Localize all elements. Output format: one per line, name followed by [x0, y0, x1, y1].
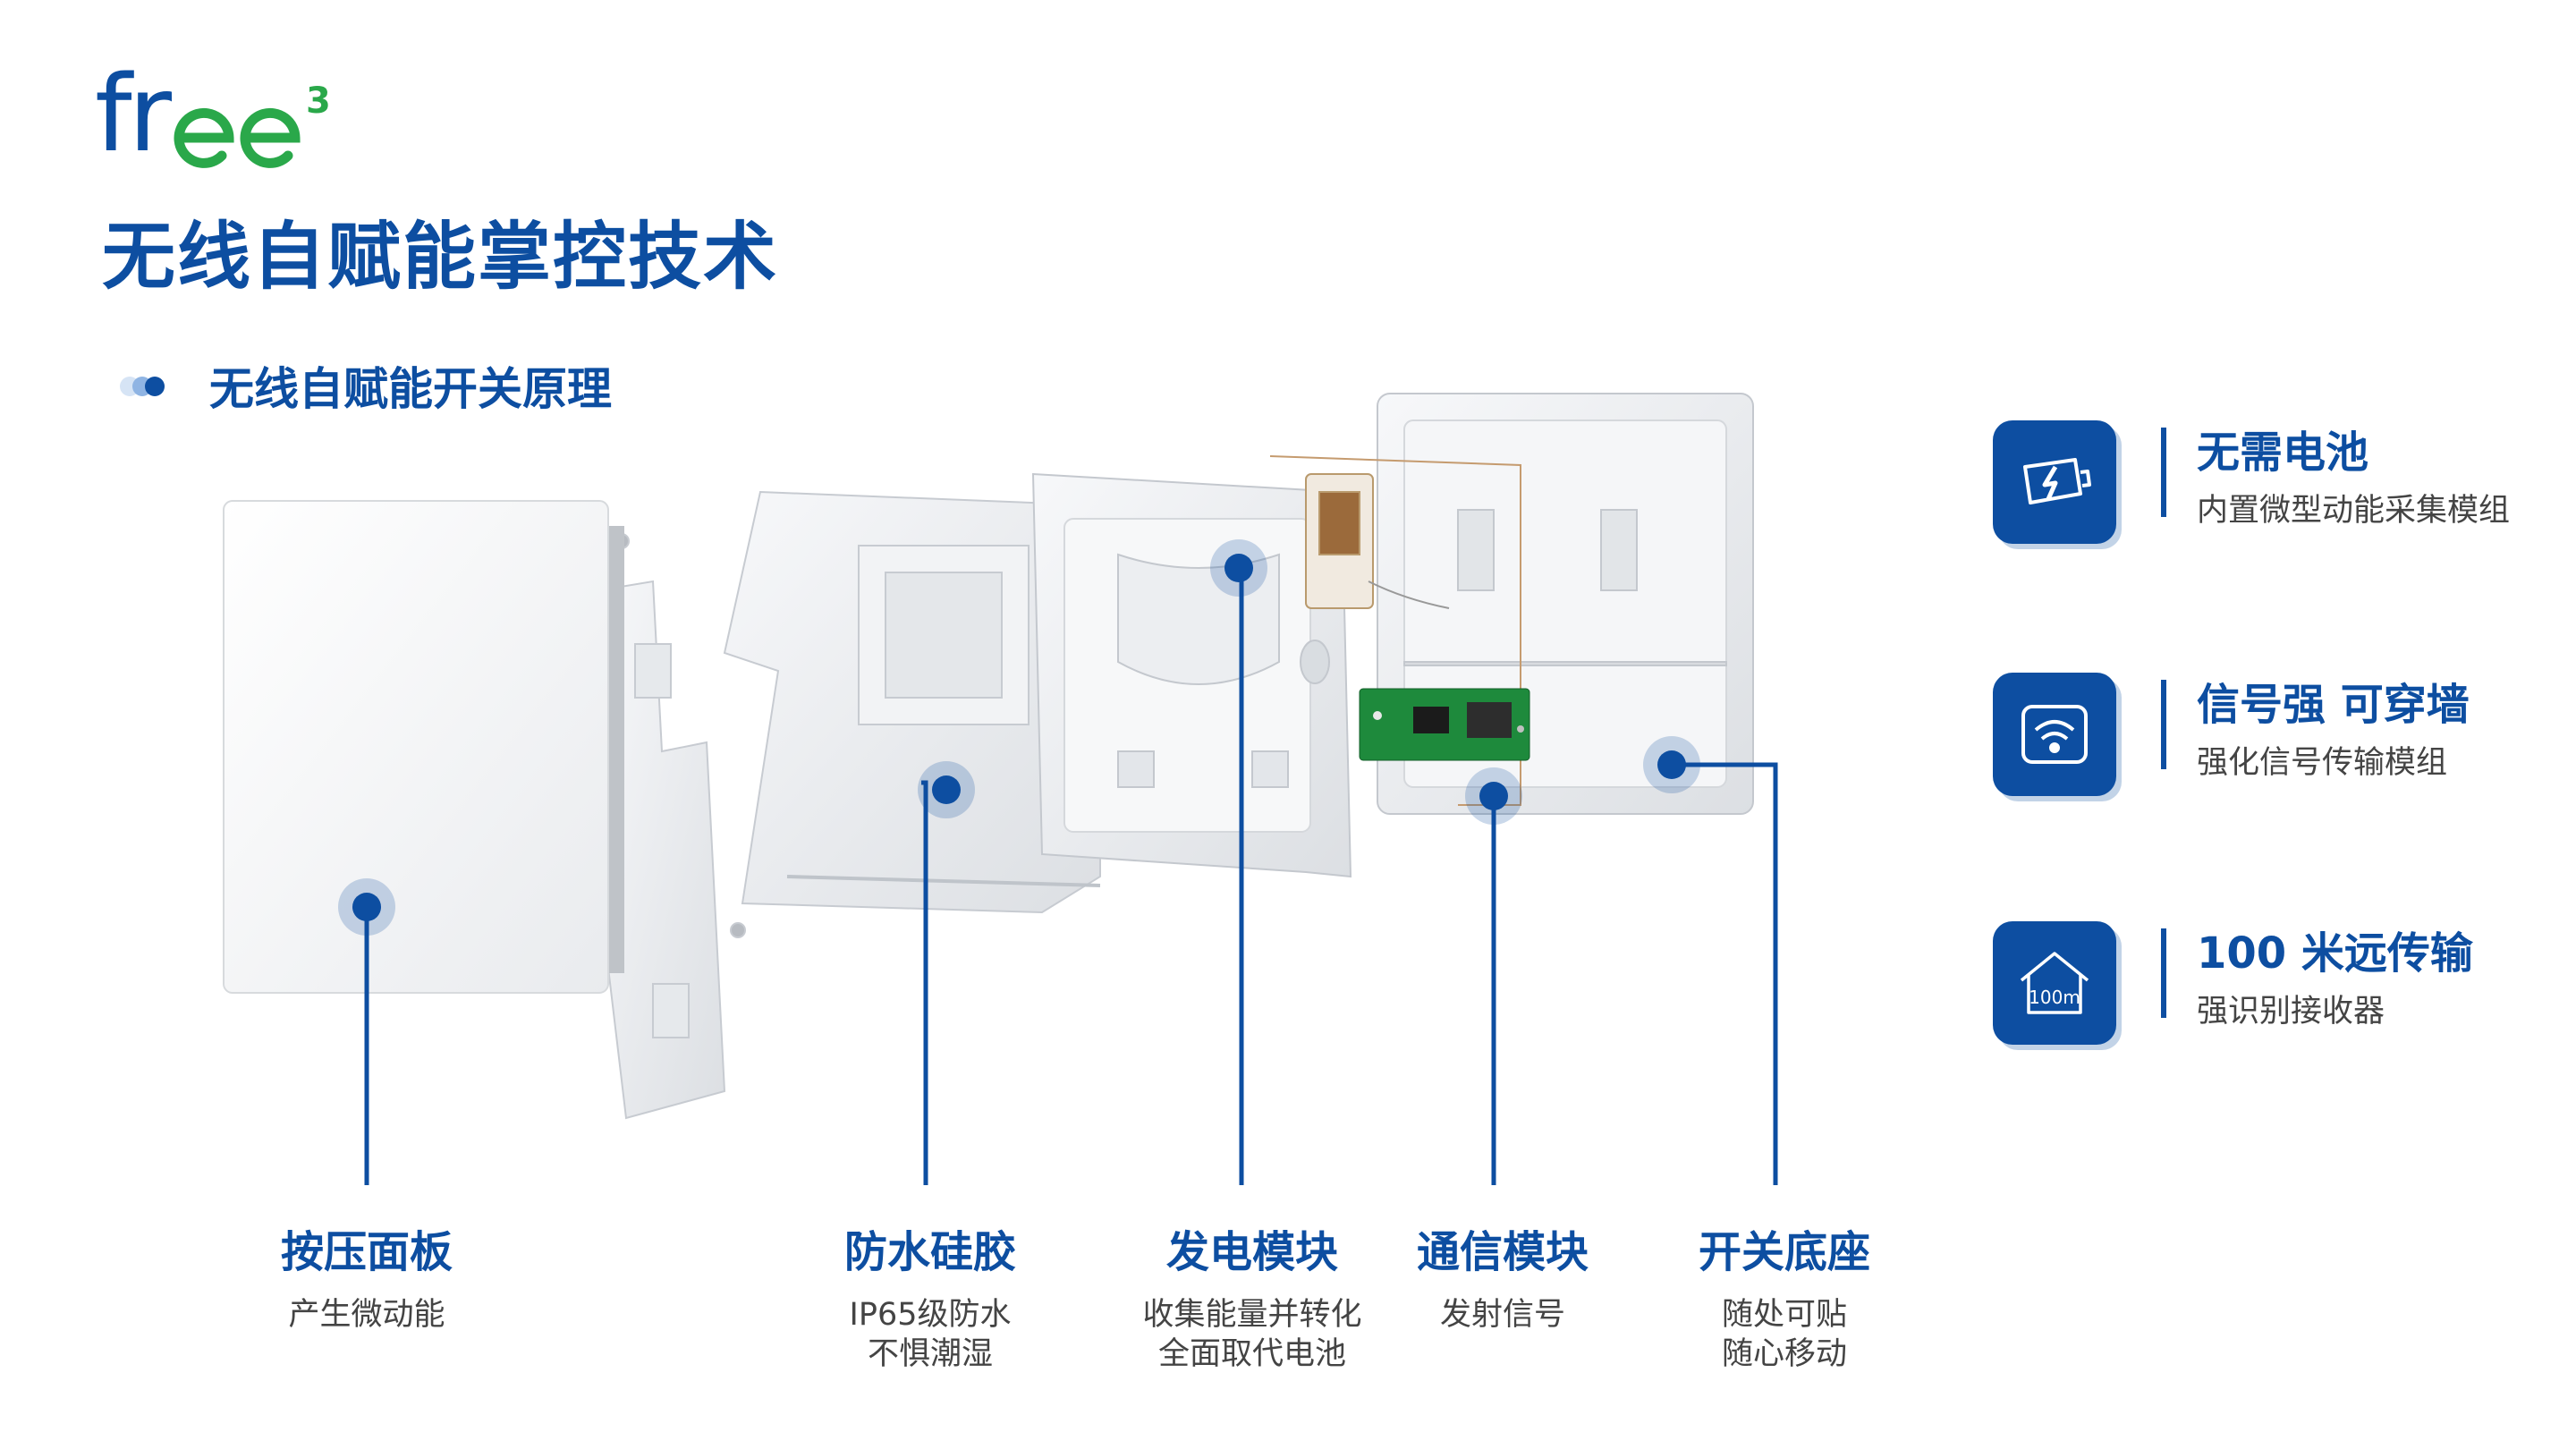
press-panel — [223, 500, 624, 994]
logo-ee-mark — [174, 107, 301, 168]
component-label-press-panel: 按压面板 产生微动能 — [259, 1216, 474, 1335]
hotspot-base[interactable] — [1643, 735, 1701, 793]
component-desc: 发射信号 — [1439, 1297, 1565, 1333]
feature-desc: 内置微型动能采集模组 — [2197, 493, 2511, 529]
feature-desc: 强识别接收器 — [2197, 994, 2385, 1030]
feature-long-range: 100m 100 米远传输 强识别接收器 — [1993, 912, 2529, 1046]
exploded-switch-diagram — [206, 376, 1798, 1234]
component-title: 发电模块 — [1165, 1227, 1338, 1277]
logo-superscript: 3 — [306, 80, 331, 122]
component-desc: 随处可贴 随心移动 — [1721, 1297, 1847, 1372]
component-desc: 产生微动能 — [288, 1297, 445, 1333]
hotspot-silicone[interactable] — [917, 760, 975, 818]
hotspot-generator[interactable] — [1210, 539, 1268, 597]
feature-title: 信号强 可穿墙 — [2197, 680, 2470, 730]
wifi-signal-icon — [1993, 673, 2116, 796]
component-desc: IP65级防水 不惧潮湿 — [849, 1297, 1012, 1372]
switch-layers-illustration — [223, 393, 1778, 1185]
section-heading: 无线自赋能开关原理 — [120, 354, 612, 417]
house-100m-label: 100m — [2029, 987, 2080, 1008]
feature-divider — [2161, 680, 2166, 769]
hotspot-comm-module[interactable] — [1465, 767, 1523, 826]
communication-pcb — [1359, 688, 1530, 761]
silicone-frame — [723, 490, 1101, 914]
feature-title: 100 米远传输 — [2197, 928, 2473, 979]
hotspot-press-panel[interactable] — [337, 878, 395, 936]
feature-battery-free: 无需电池 内置微型动能采集模组 — [1993, 411, 2529, 546]
component-title: 按压面板 — [280, 1227, 453, 1277]
component-label-comm-module: 通信模块 发射信号 — [1395, 1216, 1610, 1335]
component-title: 开关底座 — [1698, 1227, 1870, 1277]
logo-wordmark: fr — [95, 52, 172, 175]
page-title: 无线自赋能掌控技术 — [102, 215, 779, 300]
component-label-base: 开关底座 随处可贴 随心移动 — [1677, 1216, 1892, 1374]
brand-logo: fr 3 — [95, 61, 345, 177]
feature-divider — [2161, 928, 2166, 1018]
component-desc: 收集能量并转化 全面取代电池 — [1142, 1297, 1362, 1372]
component-label-generator: 发电模块 收集能量并转化 全面取代电池 — [1118, 1216, 1386, 1374]
feature-desc: 强化信号传输模组 — [2197, 745, 2448, 781]
house-100m-icon: 100m — [1993, 921, 2116, 1045]
component-title: 通信模块 — [1416, 1227, 1589, 1277]
feature-strong-signal: 信号强 可穿墙 强化信号传输模组 — [1993, 664, 2529, 798]
bullet-dots-icon — [120, 369, 174, 402]
component-label-silicone: 防水硅胶 IP65级防水 不惧潮湿 — [823, 1216, 1038, 1374]
battery-free-icon — [1993, 420, 2116, 544]
section-subtitle: 无线自赋能开关原理 — [209, 363, 612, 415]
component-title: 防水硅胶 — [843, 1227, 1016, 1277]
feature-title: 无需电池 — [2197, 428, 2369, 478]
generator-frame — [1031, 472, 1352, 878]
feature-divider — [2161, 428, 2166, 517]
